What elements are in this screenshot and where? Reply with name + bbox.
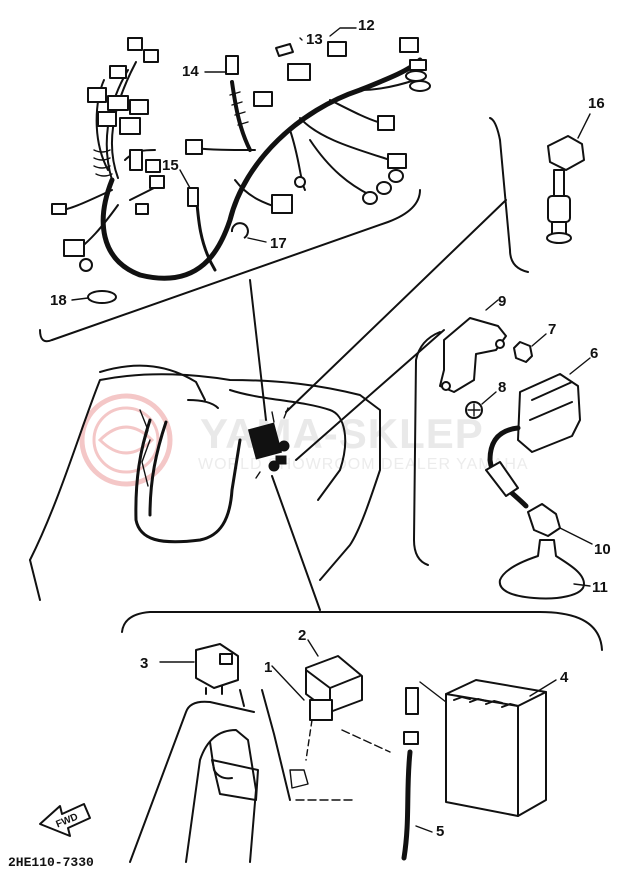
clamp-18-icon [87, 290, 117, 304]
callout-7: 7 [548, 321, 556, 338]
leader-lines-top [71, 27, 357, 301]
part-16-switch [546, 113, 591, 244]
callout-15: 15 [162, 157, 179, 174]
scooter-frame [29, 364, 381, 601]
watermark-brand: YAMA-SKLEP [200, 410, 484, 457]
callout-17: 17 [270, 235, 287, 252]
callout-18: 18 [50, 292, 67, 309]
callout-14: 14 [182, 63, 199, 80]
watermark-seal-icon [79, 393, 173, 487]
switch-callout-frame [489, 117, 529, 273]
clamp-17-icon [230, 222, 249, 239]
drawing-code: 2HE110-7330 [8, 855, 94, 870]
part-3-flasher [159, 643, 239, 695]
part-6-ignition-coil [485, 357, 591, 509]
callout-13: 13 [306, 31, 323, 48]
fwd-arrow-icon: FWD [39, 803, 91, 837]
part-10-plug-cap [527, 503, 593, 545]
callout-3: 3 [140, 655, 148, 672]
part-7-bolt [513, 333, 547, 363]
callout-12: 12 [358, 17, 375, 34]
callout-16: 16 [588, 95, 605, 112]
callout-numbers: 1 2 3 4 5 6 7 8 9 10 11 12 13 14 15 16 1… [50, 17, 611, 840]
connector-block [127, 37, 143, 51]
callout-6: 6 [590, 345, 598, 362]
callout-9: 9 [498, 293, 506, 310]
part-1-relay [271, 665, 333, 721]
callout-1: 1 [264, 659, 272, 676]
callout-11: 11 [592, 579, 608, 596]
lower-callout-frame [121, 611, 603, 651]
part-4-battery [419, 679, 557, 817]
wire-harness [59, 57, 423, 281]
coil-callout-frame [413, 331, 441, 566]
part-5-breather-hose [401, 687, 433, 861]
cdi-unit-mounted [247, 407, 290, 479]
callout-2: 2 [298, 627, 306, 644]
part-9-bracket [439, 299, 507, 393]
part-8-screw [465, 391, 497, 419]
watermark: YAMA-SKLEP WORLD SHOWROOM DEALER YAMAHA [79, 393, 529, 487]
callout-4: 4 [560, 669, 569, 686]
frame-lower [129, 689, 391, 863]
callout-5: 5 [436, 823, 444, 840]
harness-connectors [51, 37, 431, 272]
harness-callout-frame [39, 189, 421, 343]
watermark-tagline: WORLD SHOWROOM DEALER YAMAHA [198, 456, 529, 473]
part-11-boot [498, 539, 591, 600]
callout-8: 8 [498, 379, 506, 396]
callout-10: 10 [594, 541, 611, 558]
